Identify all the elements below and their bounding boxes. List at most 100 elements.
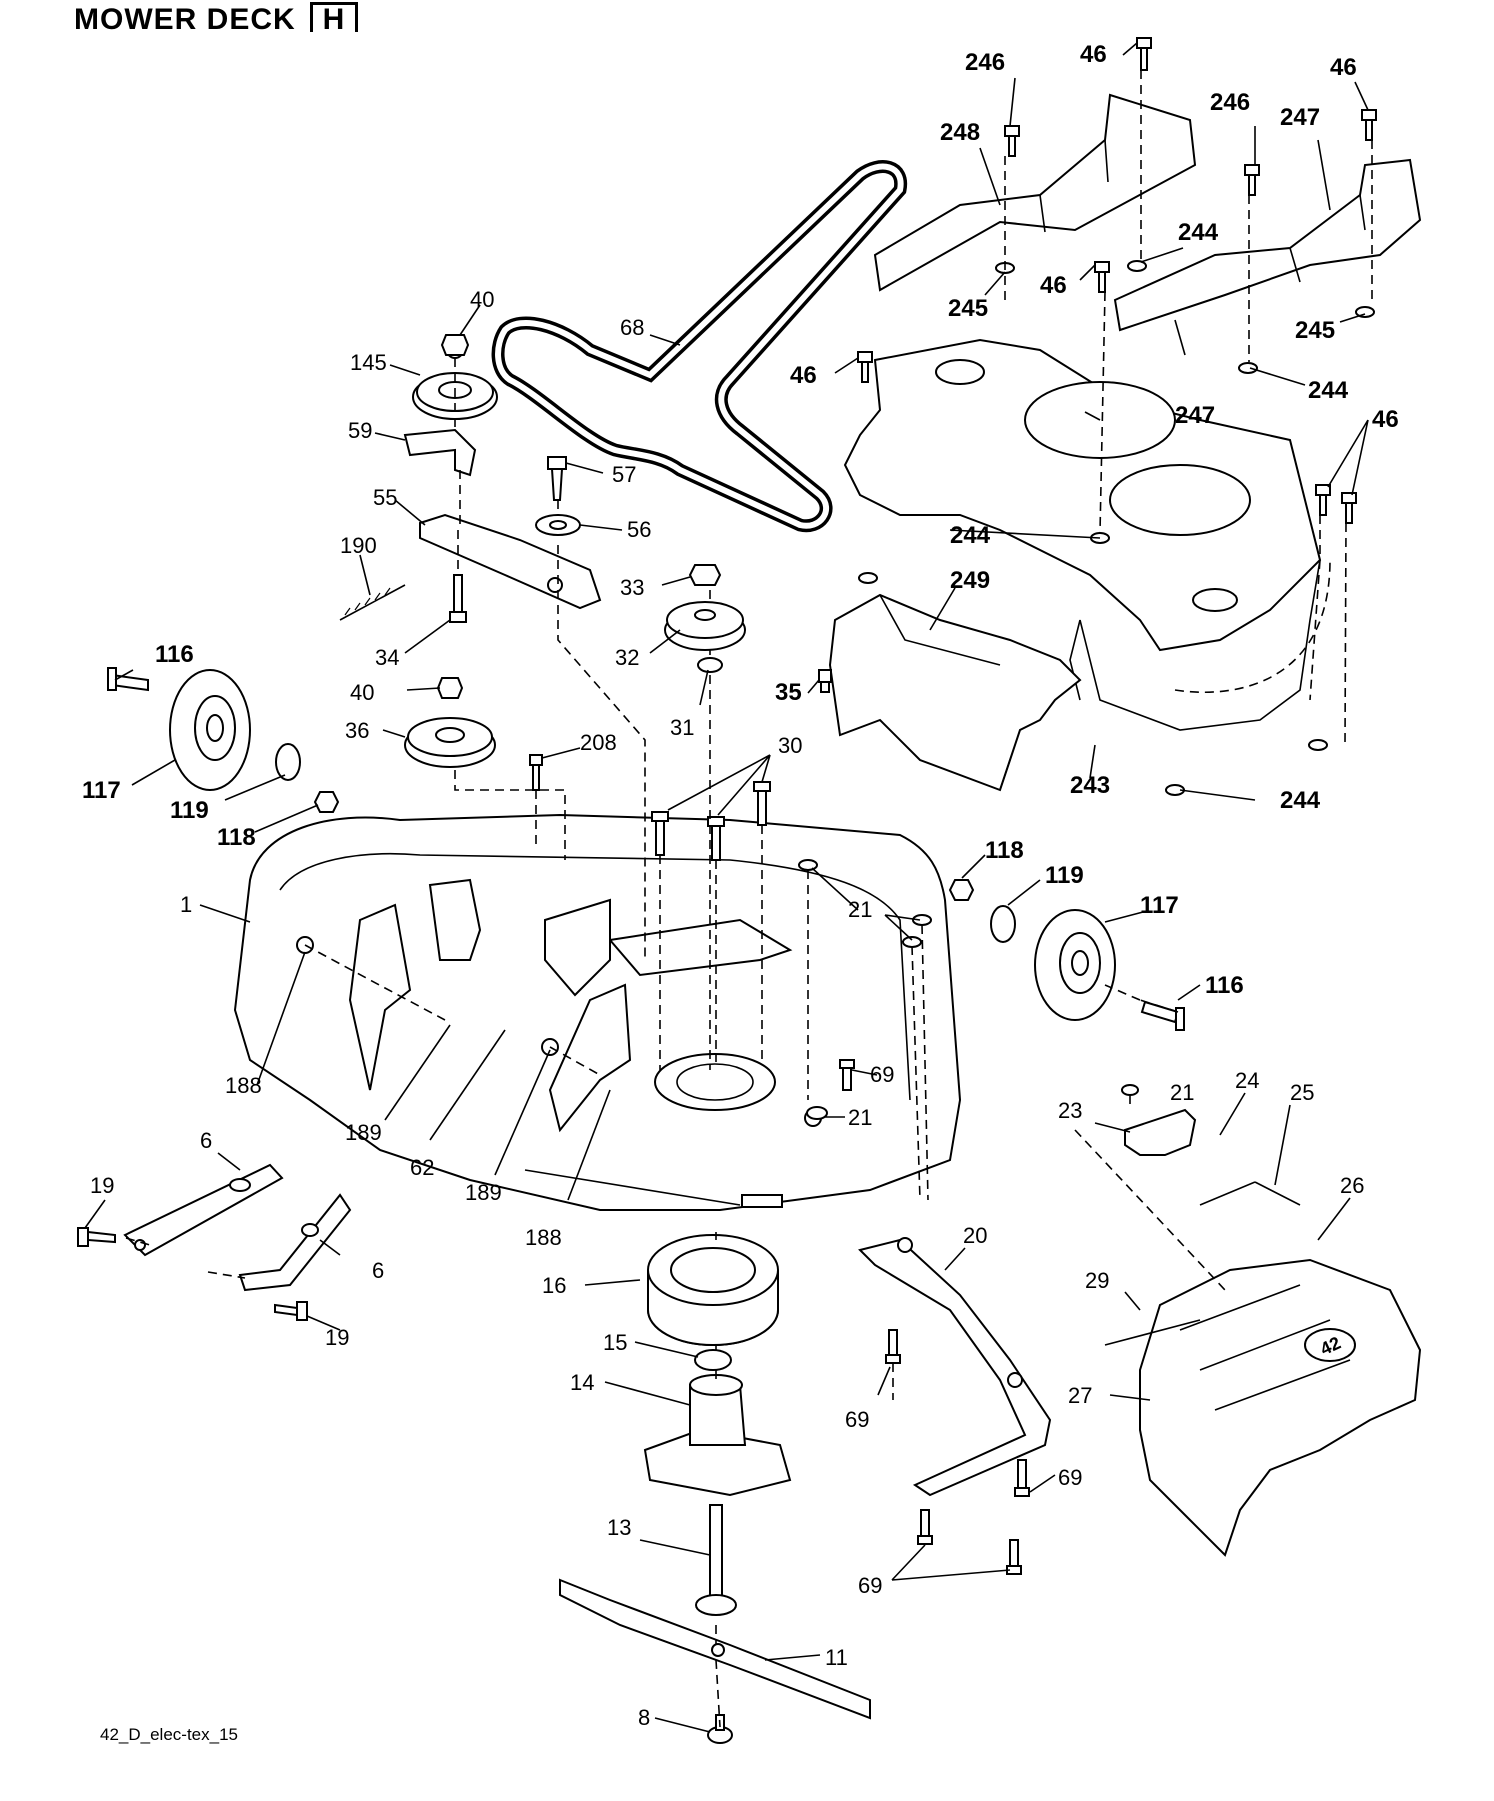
label-19b: 19 bbox=[325, 1325, 349, 1350]
deflector-shield-248 bbox=[873, 93, 1197, 292]
label-245a: 245 bbox=[948, 295, 988, 322]
spring-25 bbox=[1199, 1181, 1301, 1206]
label-8: 8 bbox=[638, 1705, 650, 1730]
nut-118-right bbox=[948, 879, 975, 901]
label-35: 35 bbox=[775, 679, 802, 706]
label-145: 145 bbox=[350, 350, 387, 375]
discharge-chute-27 bbox=[1139, 1258, 1422, 1557]
label-247a: 247 bbox=[1280, 104, 1320, 131]
bolt-57 bbox=[547, 456, 567, 501]
label-244c: 244 bbox=[950, 522, 991, 549]
belt-guard-16 bbox=[647, 1234, 779, 1346]
bolt-69-d bbox=[1006, 1539, 1022, 1575]
label-46e: 46 bbox=[1372, 406, 1399, 433]
link-6-upper bbox=[123, 1163, 284, 1257]
label-24: 24 bbox=[1235, 1068, 1259, 1093]
label-244a: 244 bbox=[1178, 219, 1219, 246]
spring-190 bbox=[339, 584, 406, 621]
label-57: 57 bbox=[612, 462, 636, 487]
label-6a: 6 bbox=[200, 1128, 212, 1153]
bolt-8 bbox=[707, 1714, 733, 1744]
label-21a: 21 bbox=[848, 897, 872, 922]
label-46c: 46 bbox=[1040, 272, 1067, 299]
label-188b: 188 bbox=[525, 1225, 562, 1250]
label-190: 190 bbox=[340, 533, 377, 558]
rod-29 bbox=[1104, 1319, 1201, 1346]
label-116a: 116 bbox=[155, 641, 194, 668]
washer-56 bbox=[535, 514, 581, 536]
label-243: 243 bbox=[1070, 772, 1110, 799]
bracket-20 bbox=[858, 1237, 1052, 1497]
title-text: MOWER DECK bbox=[74, 3, 296, 33]
bolt-19-lower bbox=[274, 1301, 308, 1321]
label-25: 25 bbox=[1290, 1080, 1314, 1105]
bolt-69-c bbox=[917, 1509, 933, 1545]
label-248: 248 bbox=[940, 119, 980, 146]
label-119a: 119 bbox=[170, 797, 209, 824]
deflector-249 bbox=[828, 593, 1082, 792]
washer-119-left bbox=[275, 743, 301, 781]
link-6-lower bbox=[238, 1193, 352, 1292]
label-20: 20 bbox=[963, 1223, 987, 1248]
label-249: 249 bbox=[950, 567, 990, 594]
title-section-box: H bbox=[309, 2, 359, 32]
bolt-69-a bbox=[885, 1329, 901, 1364]
label-117b: 117 bbox=[1140, 892, 1179, 919]
label-245b: 245 bbox=[1295, 317, 1335, 344]
nut-118-left bbox=[313, 791, 340, 813]
label-31: 31 bbox=[670, 715, 694, 740]
label-208: 208 bbox=[580, 730, 617, 755]
label-188a: 188 bbox=[225, 1073, 262, 1098]
label-46a: 46 bbox=[1080, 41, 1107, 68]
label-34: 34 bbox=[375, 645, 399, 670]
washer-119-right bbox=[990, 905, 1016, 943]
label-46b: 46 bbox=[1330, 54, 1357, 81]
label-69c: 69 bbox=[1058, 1465, 1082, 1490]
label-244b: 244 bbox=[1308, 377, 1349, 404]
label-26: 26 bbox=[1340, 1173, 1364, 1198]
label-15: 15 bbox=[603, 1330, 627, 1355]
label-55: 55 bbox=[373, 485, 397, 510]
bracket-23 bbox=[1124, 1108, 1197, 1156]
bolts-246 bbox=[1004, 125, 1260, 196]
spindle-14 bbox=[643, 1374, 792, 1497]
bolt-19-left bbox=[77, 1227, 116, 1247]
mower-deck-1 bbox=[233, 813, 962, 1211]
label-29: 29 bbox=[1085, 1268, 1109, 1293]
label-119b: 119 bbox=[1045, 862, 1084, 889]
bolt-35 bbox=[818, 669, 832, 693]
label-244d: 244 bbox=[1280, 787, 1321, 814]
bolt-116-right bbox=[1140, 1000, 1185, 1031]
label-16: 16 bbox=[542, 1273, 566, 1298]
label-118b: 118 bbox=[985, 837, 1024, 864]
pulley-32 bbox=[664, 601, 746, 651]
label-62: 62 bbox=[410, 1155, 434, 1180]
label-40b: 40 bbox=[350, 680, 374, 705]
label-21b: 21 bbox=[1170, 1080, 1194, 1105]
bolt-116-left bbox=[107, 667, 149, 692]
label-19a: 19 bbox=[90, 1173, 114, 1198]
label-69a: 69 bbox=[870, 1062, 894, 1087]
label-189b: 189 bbox=[465, 1180, 502, 1205]
label-14: 14 bbox=[570, 1370, 594, 1395]
nut-40a bbox=[440, 334, 470, 356]
label-246b: 246 bbox=[1210, 89, 1250, 116]
bolt-69-e bbox=[839, 1059, 855, 1091]
label-13: 13 bbox=[607, 1515, 631, 1540]
label-68: 68 bbox=[620, 315, 644, 340]
drawing-id: 42_D_elec-tex_15 bbox=[100, 1725, 238, 1744]
label-247b: 247 bbox=[1175, 402, 1215, 429]
blade-11 bbox=[559, 1578, 871, 1720]
label-30: 30 bbox=[778, 733, 802, 758]
label-21c: 21 bbox=[848, 1105, 872, 1130]
label-36: 36 bbox=[345, 718, 369, 743]
washer-31 bbox=[697, 657, 723, 673]
wheel-117-left bbox=[169, 669, 251, 791]
shaft-13 bbox=[695, 1504, 737, 1616]
label-32: 32 bbox=[615, 645, 639, 670]
label-11: 11 bbox=[825, 1645, 848, 1670]
washers-244-245 bbox=[858, 260, 1375, 796]
label-69d: 69 bbox=[858, 1573, 882, 1598]
label-246a: 246 bbox=[965, 49, 1005, 76]
